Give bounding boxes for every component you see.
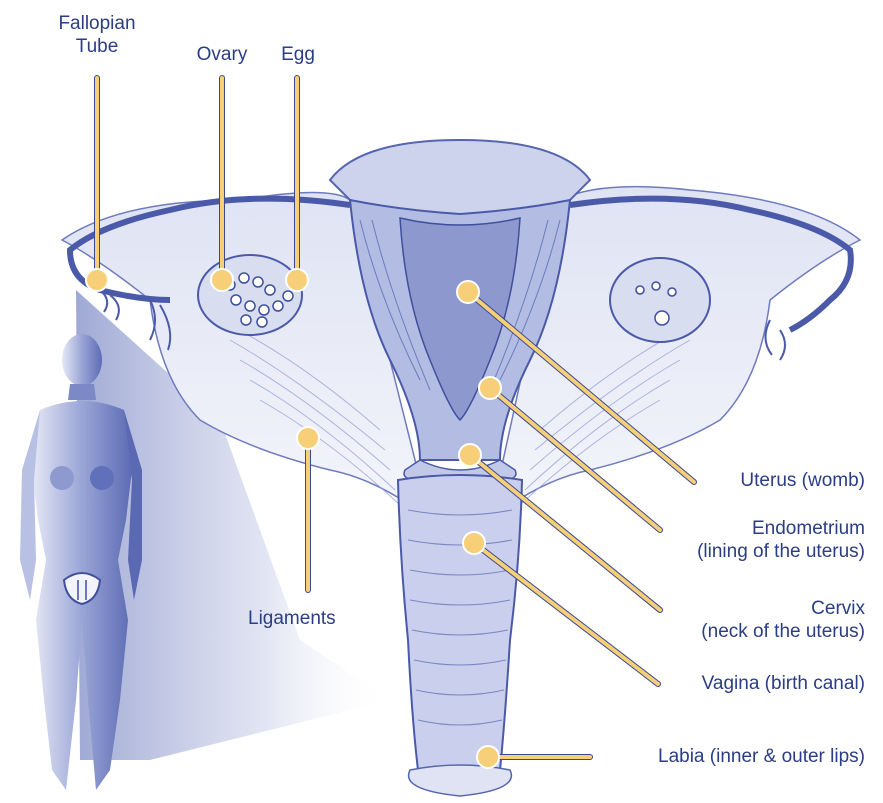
label-fallopian-tube-line1: Fallopian — [40, 12, 154, 35]
label-labia: Labia (inner & outer lips) — [658, 745, 865, 768]
label-endometrium-line2: (lining of the uterus) — [697, 540, 865, 563]
label-ovary: Ovary — [180, 43, 264, 66]
label-endometrium-line1: Endometrium — [697, 517, 865, 540]
label-endometrium: Endometrium (lining of the uterus) — [697, 517, 865, 563]
label-fallopian-tube-line2: Tube — [40, 35, 154, 58]
labia — [409, 765, 512, 796]
label-cervix-line1: Cervix — [701, 597, 865, 620]
label-ligaments: Ligaments — [248, 607, 336, 630]
label-fallopian-tube: Fallopian Tube — [40, 12, 154, 58]
label-cervix: Cervix (neck of the uterus) — [701, 597, 865, 643]
label-uterus: Uterus (womb) — [740, 469, 865, 492]
label-vagina: Vagina (birth canal) — [702, 672, 865, 695]
label-egg: Egg — [270, 43, 326, 66]
vagina — [398, 475, 522, 770]
label-cervix-line2: (neck of the uterus) — [701, 620, 865, 643]
